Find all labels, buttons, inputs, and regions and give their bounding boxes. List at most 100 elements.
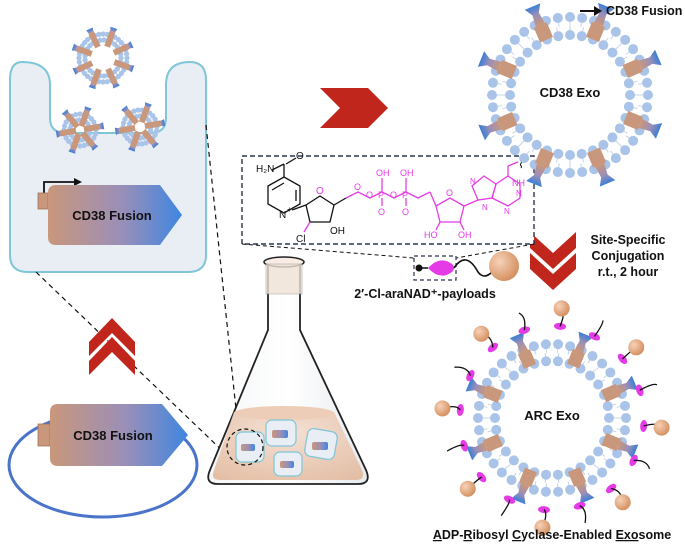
lipid-head xyxy=(487,90,497,100)
cd38-stalk xyxy=(466,441,488,461)
cd38-stalk xyxy=(88,80,97,90)
cd38-stalk xyxy=(109,26,118,36)
plasmid: CD38 Fusion xyxy=(7,404,199,519)
linker xyxy=(579,505,587,524)
lipid-head xyxy=(139,141,145,147)
cd38-anchor xyxy=(83,123,101,133)
lipid-head xyxy=(593,379,604,390)
conjugated-payload xyxy=(500,495,516,516)
lipid-tail xyxy=(582,361,586,365)
arc-cd38-spike xyxy=(566,331,593,369)
conjugated-payload xyxy=(459,472,487,497)
lipid-head xyxy=(643,90,653,100)
lipid-tail xyxy=(518,361,522,365)
lipid-head xyxy=(541,356,552,367)
lipid-tail xyxy=(512,56,517,60)
chevron-up-icon xyxy=(89,318,135,375)
link-oxygen-3: O xyxy=(390,190,397,200)
linker xyxy=(518,312,526,331)
cd38-anchor xyxy=(497,112,518,132)
lipid-tail xyxy=(497,105,502,107)
flask-cell-2 xyxy=(304,427,338,461)
acronym-exo: Exo xyxy=(616,528,639,542)
payload-zoom-box xyxy=(413,255,457,281)
lipid-head xyxy=(628,135,639,146)
lipid-head xyxy=(642,102,653,113)
lipid-tail xyxy=(582,471,586,475)
lipid-tail xyxy=(587,359,591,364)
phosphorus-2-o: O xyxy=(402,207,409,217)
lipid-tail xyxy=(633,81,638,83)
lipid-head xyxy=(496,358,507,369)
payload-bead xyxy=(553,300,570,317)
adenine-ring xyxy=(471,161,521,207)
cd38-anchor xyxy=(118,124,136,134)
lipid-tail xyxy=(556,158,558,163)
lipid-tail xyxy=(633,107,638,109)
lipid-head xyxy=(576,31,587,42)
lipid-head xyxy=(553,31,564,42)
sugar2-ho-label: HO xyxy=(424,230,438,240)
cd38-anchor xyxy=(104,30,116,48)
lipid-head xyxy=(614,56,625,67)
cd38-stalk xyxy=(593,2,614,27)
acronym-r: R xyxy=(463,528,472,542)
lipid-tail xyxy=(612,430,617,433)
lipid-head xyxy=(101,73,107,79)
lipid-head xyxy=(540,339,551,350)
linker xyxy=(593,320,604,337)
cd38-stalk xyxy=(156,119,166,127)
conjugation-line-1: Site-Specific xyxy=(590,233,665,247)
lipid-head xyxy=(577,12,588,23)
cd38-stalk xyxy=(478,120,502,141)
vesicle-spike xyxy=(113,59,135,73)
lipid-tail xyxy=(582,27,584,32)
lipid-head xyxy=(508,370,519,381)
cd38-exosome xyxy=(477,2,663,188)
cd38-anchor xyxy=(482,385,503,404)
lipid-head xyxy=(552,12,563,23)
exo-cd38-spike xyxy=(524,3,553,43)
lipid-head xyxy=(96,31,102,37)
promoter-arrowhead-icon xyxy=(74,178,82,186)
flask-cell-1 xyxy=(265,419,297,447)
cd38-anchor xyxy=(88,31,101,49)
cd38-anchor xyxy=(533,22,553,43)
lipid-tail xyxy=(512,130,517,134)
acronym-a-rest: DP- xyxy=(442,528,464,542)
conjugated-payload xyxy=(573,501,587,524)
lipid-tail xyxy=(593,368,597,373)
lipid-head xyxy=(508,455,519,466)
exo-cd38-spike xyxy=(622,49,662,78)
cd38-stalk xyxy=(111,79,120,89)
lipid-head xyxy=(509,145,520,156)
lipid-tail xyxy=(487,430,492,433)
lipid-head xyxy=(505,90,515,100)
lipid-tail xyxy=(520,45,525,50)
cd38-anchor xyxy=(80,131,96,148)
lipid-head xyxy=(522,132,533,143)
lipid-head xyxy=(77,111,83,117)
lipid-head xyxy=(531,40,542,51)
arc-cd38-spike xyxy=(511,467,538,505)
lipid-tail xyxy=(526,35,530,40)
lipid-tail xyxy=(603,375,607,379)
vesicle-spike xyxy=(78,106,92,128)
vesicle-group xyxy=(55,26,166,154)
adenine-n2: N xyxy=(482,203,488,212)
lipid-head xyxy=(488,367,499,378)
lipid-head xyxy=(619,425,630,436)
cd38-anchor xyxy=(622,58,643,78)
phosphorus-1-oh: OH xyxy=(376,168,390,178)
vesicle-spike xyxy=(80,131,99,151)
arc-exo-label: ARC Exo xyxy=(524,408,580,423)
cd38-stalk xyxy=(128,142,136,152)
cd38-anchor xyxy=(566,348,585,369)
lipid-head xyxy=(481,377,492,388)
cd38-stalk xyxy=(86,27,95,37)
lipid-head xyxy=(553,486,564,497)
lipid-tail xyxy=(513,359,517,364)
lipid-tail xyxy=(507,368,511,373)
cd38-anchor xyxy=(70,132,82,150)
